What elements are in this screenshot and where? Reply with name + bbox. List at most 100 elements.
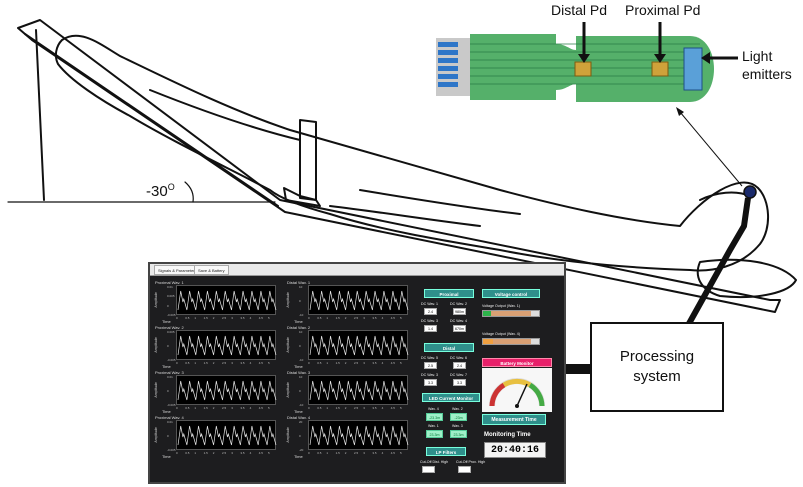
plot-xlabel: Time [162,454,171,459]
plot-ytick: -0.005 [167,358,176,362]
plot-ytick: 10 [299,375,303,379]
plot-xtick: 0 [308,316,310,320]
plot-ylabel: Amplitude [154,337,158,353]
plot-ytick: 0 [299,434,301,438]
lp-filters-header: LP Filters [426,447,466,456]
plot-xtick: 2.5 [222,451,227,455]
plot-xtick: 3.5 [240,406,245,410]
led-label: Wav. 1 [428,424,439,428]
plot-ytick: 0 [299,344,301,348]
plot-xtick: 1 [194,316,197,320]
plot-xtick: 1 [326,361,329,365]
plot-xtick: 0.5 [185,451,190,455]
plot-ytick: -10 [299,403,304,407]
plot-xtick: 4.5 [258,361,263,365]
waveform-trace [309,380,409,401]
voltage-output-4-bar[interactable] [482,338,540,345]
plot-xtick: 5 [268,451,270,455]
connector-bar [566,364,592,374]
plot-xtick: 1 [194,361,197,365]
plot-ytick: 0.01 [167,285,173,289]
plot-area [176,375,277,405]
plot-xtick: 0 [308,451,310,455]
plot-xtick: 2.5 [222,406,227,410]
dc-label: DC Wav. 3 [421,319,438,323]
board-leg [35,29,45,201]
plot-ylabel: Amplitude [154,382,158,398]
plot-xtick: 4 [381,406,384,410]
plot-xtick: 4.5 [258,406,263,410]
cutoff-proximal-input[interactable] [458,466,471,473]
plot-ytick: 0 [167,434,169,438]
plot-area [176,330,277,360]
plot-xtick: 4.5 [390,361,395,365]
plot-ytick: 0 [167,303,169,308]
plot-area [308,330,409,360]
plot-ytick: 0 [299,299,301,303]
plot-xtick: 0.5 [317,451,322,455]
plot-title: Proximal Wav. 2 [155,325,184,330]
plot-xtick: 3 [363,406,365,410]
cutoff-proximal-label: Cut-Off Prox. High [456,460,486,464]
plot-area [308,375,409,405]
plot-xtick: 2.5 [222,361,227,365]
plot-xtick: 0 [176,316,178,320]
plot-area [308,420,409,450]
body-strap [299,119,317,201]
voltage-output-1-bar[interactable] [482,310,540,317]
plot-ytick: 0.005 [167,330,175,334]
plot-xtick: 1.5 [203,451,208,455]
plot-xtick: 5 [400,451,402,455]
tab-save-battery[interactable]: Save & Battery [194,265,229,275]
plot-ytick: 10 [299,285,303,289]
plot-xlabel: Time [294,409,303,414]
plot-xtick: 1.5 [335,406,340,410]
plot-xtick: 5 [268,316,270,320]
cutoff-distal-input[interactable] [422,466,435,473]
plot-xtick: 0.5 [185,316,190,320]
battery-monitor-header: Battery Monitor [482,358,552,367]
plot-xtick: 3.5 [240,451,245,455]
plot-area [308,285,409,315]
dc-value: 1.4 [424,325,437,332]
waveform-trace [177,335,277,356]
plot-xtick: 4 [381,451,384,455]
plot-title: Proximal Wav. 1 [155,280,184,285]
plot-xtick: 2 [344,316,347,320]
distal-header: Distal [424,343,474,352]
distal-pd-label: Distal Pd [551,2,608,18]
plot-xtick: 1 [326,451,329,455]
plot-xtick: 3.5 [372,406,377,410]
plot-xtick: 0.5 [317,361,322,365]
plot-xtick: 1.5 [203,361,208,365]
plot-area [176,420,277,450]
plot-ytick: 10 [299,330,303,334]
plot-xtick: 3.5 [372,316,377,320]
plot-ytick: -0.005 [167,313,176,317]
plot-ylabel: Amplitude [286,337,290,353]
plot-xtick: 1.5 [335,316,340,320]
angle-arc [184,181,194,203]
tab-bar: Signals & Parameters Save & Battery [150,264,564,276]
probe-tip [743,185,757,199]
plot-xlabel: Time [162,364,171,369]
waveform-trace [177,380,277,401]
plot-xtick: 0.5 [317,406,322,410]
dc-value: 2.4 [424,308,437,315]
plot-xtick: 3 [363,451,365,455]
led-value: 23.3m [450,430,467,438]
plot-xtick: 4 [249,406,252,410]
plot-xtick: 0.5 [185,406,190,410]
plot-xlabel: Time [162,319,171,324]
plot-ytick: -10 [299,313,304,317]
battery-gauge [482,368,552,412]
plot-ytick: 0.005 [167,294,175,299]
plot-xtick: 0 [176,406,178,410]
measurement-time-header: Measurement Time [482,414,546,425]
